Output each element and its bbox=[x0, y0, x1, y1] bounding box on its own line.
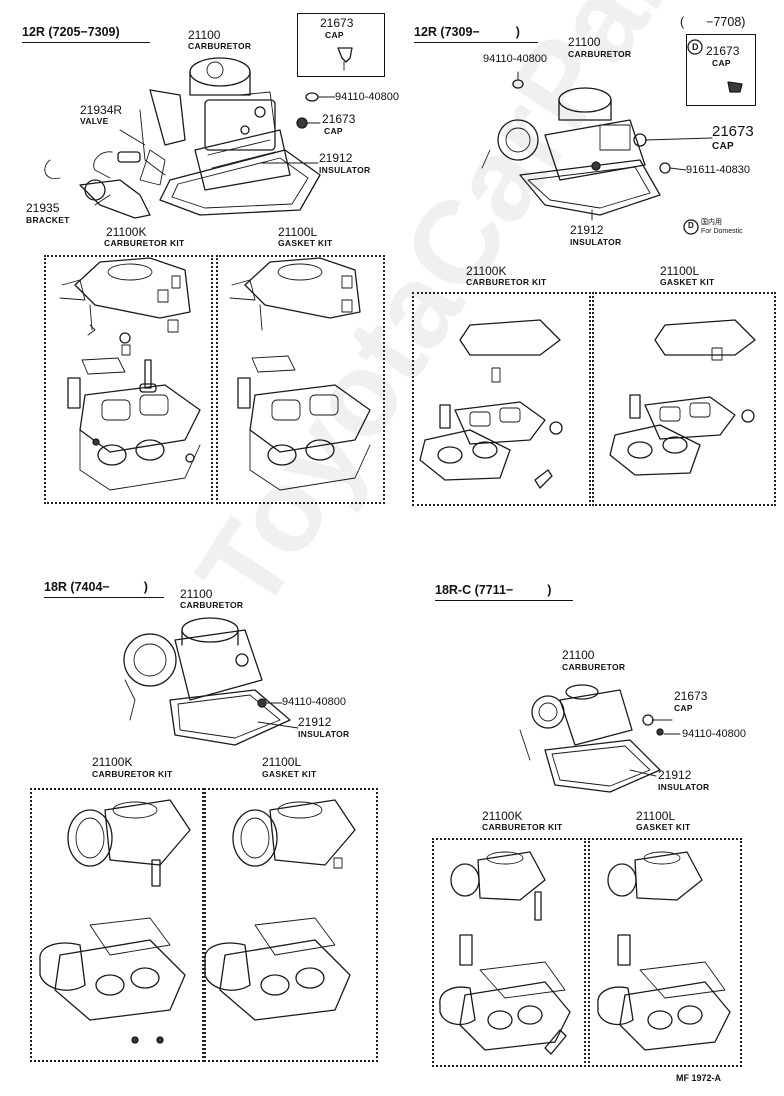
cap-inset-box-12r-early bbox=[297, 13, 385, 77]
section-heading-18r-c: 18R-C (7711−) bbox=[435, 583, 552, 597]
heading-underline bbox=[44, 597, 164, 598]
inset-cap-name: CAP bbox=[712, 58, 731, 68]
callout-91611-40830: 91611-40830 bbox=[686, 164, 751, 176]
callout-21912: 21912 bbox=[658, 768, 692, 782]
callout-94110-40800: 94110-40800 bbox=[335, 91, 400, 103]
inset-cap-number: 21673 bbox=[320, 16, 354, 30]
callout-21912: 21912 bbox=[298, 715, 332, 729]
callout-insulator: INSULATOR bbox=[658, 782, 710, 792]
section-heading-12r-late: 12R (7309−) bbox=[414, 25, 520, 39]
inset-cap-number: 21673 bbox=[706, 44, 740, 58]
callout-21912: 21912 bbox=[570, 223, 604, 237]
callout-insulator: INSULATOR bbox=[570, 237, 622, 247]
callout-21673: 21673 bbox=[322, 112, 356, 126]
carburetor-assembly-12r-early bbox=[44, 57, 321, 219]
kit-number-21100k: 21100K bbox=[482, 809, 523, 823]
kit-name-gasket-kit: GASKET KIT bbox=[636, 822, 691, 832]
callout-21673: 21673 bbox=[674, 689, 708, 703]
kit-name-gasket-kit: GASKET KIT bbox=[262, 769, 317, 779]
callout-carburetor: CARBURETOR bbox=[568, 49, 632, 59]
gasket-kit-art-18r bbox=[204, 799, 356, 1021]
section-heading-12r-early: 12R (7205−7309) bbox=[22, 25, 120, 39]
kit-number-21100k: 21100K bbox=[106, 225, 147, 239]
domestic-mark-letter: D bbox=[688, 221, 694, 230]
gasket-kit-box bbox=[588, 838, 742, 1067]
cap-inset-box-12r-late bbox=[686, 34, 756, 106]
carburetor-kit-box bbox=[432, 838, 586, 1067]
callout-insulator: INSULATOR bbox=[319, 165, 371, 175]
callout-21100: 21100 bbox=[562, 648, 595, 662]
domestic-mark-text: For Domestic bbox=[701, 228, 743, 235]
leader-lines bbox=[94, 71, 713, 777]
callout-carburetor: CARBURETOR bbox=[188, 41, 252, 51]
callout-21935: 21935 bbox=[26, 201, 60, 215]
gasket-kit-box bbox=[204, 788, 378, 1062]
kit-name-carburetor-kit: CARBURETOR KIT bbox=[466, 277, 547, 287]
kit-name-gasket-kit: GASKET KIT bbox=[278, 238, 333, 248]
kit-name-carburetor-kit: CARBURETOR KIT bbox=[104, 238, 185, 248]
kit-number-21100l: 21100L bbox=[636, 809, 676, 823]
carburetor-kit-box bbox=[412, 292, 591, 506]
callout-94110-40800: 94110-40800 bbox=[682, 728, 747, 740]
kit-number-21100l: 21100L bbox=[262, 755, 302, 769]
callout-cap: CAP bbox=[674, 703, 693, 713]
callout-21100: 21100 bbox=[568, 35, 601, 49]
cap-inset-12r-early bbox=[337, 47, 353, 71]
kit-number-21100l: 21100L bbox=[660, 264, 700, 278]
callout-carburetor: CARBURETOR bbox=[180, 600, 244, 610]
heading-underline bbox=[414, 42, 538, 43]
carburetor-assembly-12r-late bbox=[481, 79, 671, 216]
kit-number-21100l: 21100L bbox=[278, 225, 318, 239]
section-heading-18r: 18R (7404−) bbox=[44, 580, 148, 594]
callout-21934r: 21934R bbox=[80, 103, 123, 117]
kit-name-carburetor-kit: CARBURETOR KIT bbox=[92, 769, 173, 779]
heading-underline bbox=[435, 600, 573, 601]
callout-21912: 21912 bbox=[319, 151, 353, 165]
inset-range: (−7708) bbox=[680, 15, 746, 29]
callout-cap: CAP bbox=[712, 141, 735, 152]
domestic-mark-icon bbox=[683, 219, 699, 235]
gasket-kit-box bbox=[592, 292, 776, 506]
cap-inset-12r-late bbox=[727, 81, 743, 93]
carburetor-kit-art-12r-early bbox=[59, 257, 201, 491]
domestic-inset-letter: D bbox=[692, 42, 699, 52]
carburetor-kit-art-18r bbox=[39, 799, 191, 1044]
carburetor-kit-box bbox=[30, 788, 204, 1062]
callout-94110-40800: 94110-40800 bbox=[282, 696, 347, 708]
callout-21673: 21673 bbox=[712, 123, 754, 140]
callout-94110-40800: 94110-40800 bbox=[483, 53, 548, 65]
kit-name-carburetor-kit: CARBURETOR KIT bbox=[482, 822, 563, 832]
gasket-kit-art-12r-late bbox=[609, 319, 756, 476]
callout-carburetor: CARBURETOR bbox=[562, 662, 626, 672]
carburetor-assembly-18r-c bbox=[519, 684, 664, 793]
kit-name-gasket-kit: GASKET KIT bbox=[660, 277, 715, 287]
inset-cap-name: CAP bbox=[325, 30, 344, 40]
callout-valve: VALVE bbox=[80, 116, 109, 126]
kit-number-21100k: 21100K bbox=[466, 264, 507, 278]
callout-cap: CAP bbox=[324, 126, 343, 136]
domestic-mark-native: 国内用 bbox=[701, 219, 722, 226]
gasket-kit-art-18r-c bbox=[597, 851, 731, 1051]
callout-21100: 21100 bbox=[188, 28, 221, 42]
callout-21100: 21100 bbox=[180, 587, 213, 601]
carburetor-kit-art-18r-c bbox=[439, 851, 571, 1055]
callout-bracket: BRACKET bbox=[26, 215, 70, 225]
carburetor-assembly-18r bbox=[123, 617, 291, 746]
heading-underline bbox=[22, 42, 150, 43]
kit-number-21100k: 21100K bbox=[92, 755, 133, 769]
carburetor-kit-art-12r-late bbox=[419, 319, 563, 489]
figure-code: MF 1972-A bbox=[676, 1073, 722, 1083]
carburetor-kit-box bbox=[44, 255, 213, 504]
gasket-kit-art-12r-early bbox=[229, 257, 371, 491]
gasket-kit-box bbox=[216, 255, 385, 504]
domestic-inset-icon bbox=[687, 39, 703, 55]
callout-insulator: INSULATOR bbox=[298, 729, 350, 739]
